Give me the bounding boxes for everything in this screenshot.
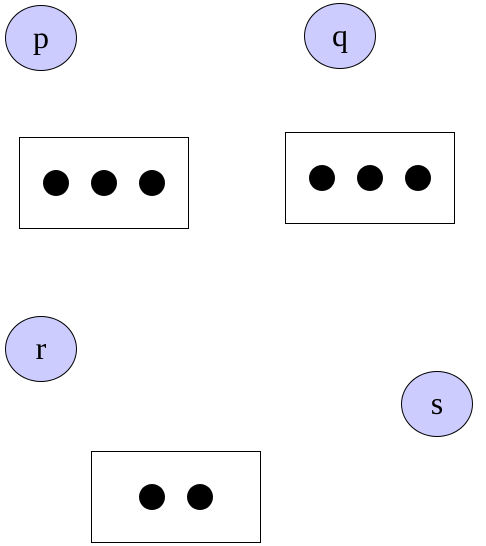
token-dot (43, 170, 69, 196)
node-label-s: s (430, 385, 444, 421)
token-dot (405, 165, 431, 191)
token-dot (91, 170, 117, 196)
node-label-p: p (33, 19, 49, 55)
node-label-r: r (35, 330, 47, 366)
node-p: p (5, 5, 77, 71)
node-s: s (401, 371, 473, 437)
node-r: r (5, 316, 77, 382)
token-dot (357, 165, 383, 191)
token-dot (187, 484, 213, 510)
token-dot (309, 165, 335, 191)
token-box-3 (91, 451, 261, 543)
token-box-1 (19, 137, 189, 229)
node-q: q (304, 3, 376, 69)
token-box-2 (285, 132, 455, 224)
node-label-q: q (332, 17, 348, 53)
token-dot (139, 484, 165, 510)
token-dot (139, 170, 165, 196)
